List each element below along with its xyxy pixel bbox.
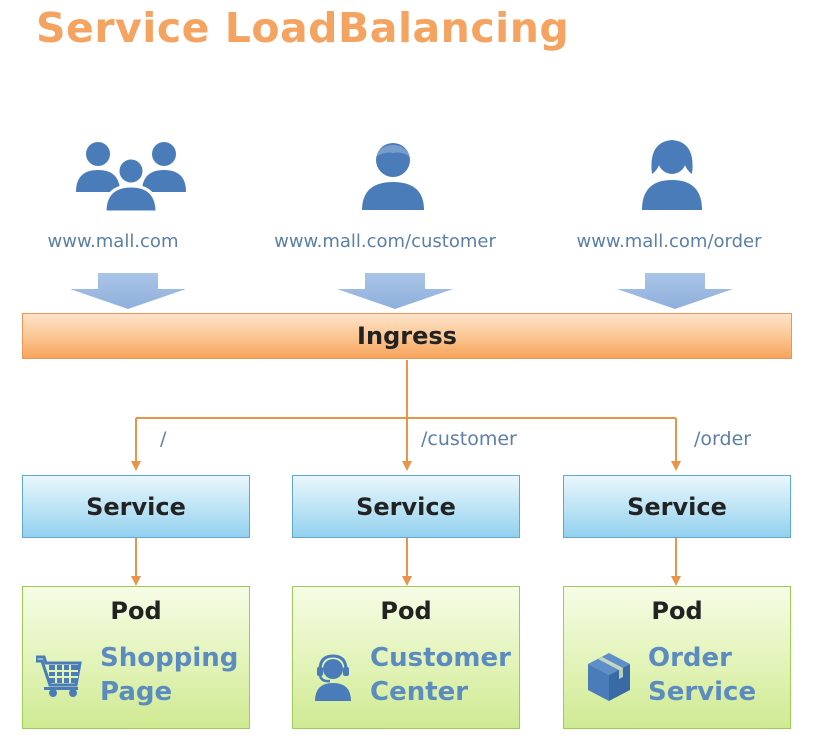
pod-name-line2: Center [370,677,469,707]
pod-name-line2: Page [100,677,173,707]
pod-name-line1: Order [648,643,732,673]
pod-title: Pod [651,597,703,625]
pod-name: Customer Center [370,641,511,709]
url-label-root: www.mall.com [47,231,179,252]
service-box-order: Service [563,475,791,538]
package-box-icon [588,653,630,701]
pod-name-line1: Customer [370,643,511,673]
pod-box-order: Pod Order Service [563,586,791,729]
route-label-root: / [160,428,167,450]
service-box-shopping: Service [22,475,250,538]
pod-box-customer: Pod Customer Center [292,586,520,729]
pod-box-shopping: Pod Shopping Page [22,586,250,729]
group-users-icon [76,142,186,214]
url-label-order: www.mall.com/order [576,231,762,252]
shopping-cart-icon [36,655,82,697]
url-label-customer: www.mall.com/customer [274,231,496,252]
route-label-customer: /customer [421,428,517,450]
down-arrow [617,273,733,309]
route-label-order: /order [694,428,752,450]
pod-name: Order Service [648,641,756,709]
pod-name: Shopping Page [100,641,238,709]
female-user-icon [642,140,702,210]
pod-name-line2: Service [648,677,757,707]
pod-name-line1: Shopping [100,643,239,673]
male-user-icon [362,143,424,210]
down-arrow [70,273,186,309]
page-title: Service LoadBalancing [36,4,570,52]
ingress-bar: Ingress [22,313,792,359]
down-arrow [337,273,453,309]
headset-agent-icon [315,654,351,701]
pod-title: Pod [380,597,432,625]
pod-title: Pod [110,597,162,625]
service-box-customer: Service [292,475,520,538]
